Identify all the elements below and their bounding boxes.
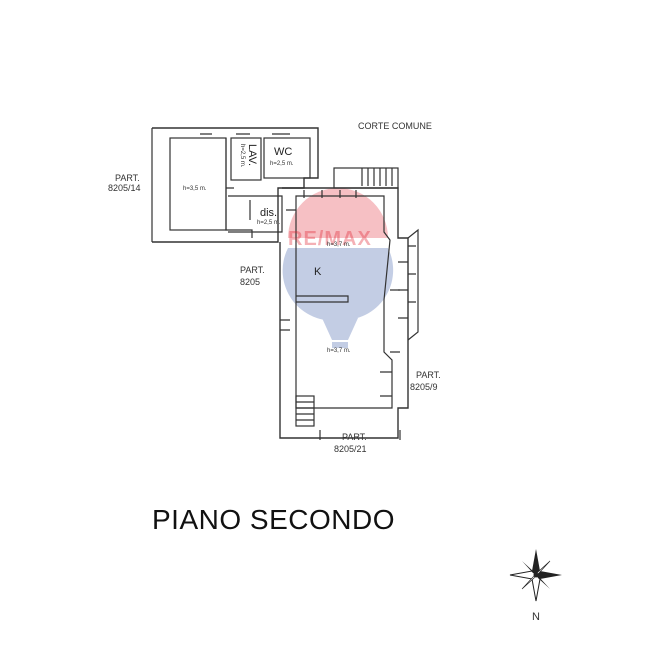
room-k-height-top: h=3,7 m. bbox=[327, 242, 351, 248]
parcel-8205-21-line2: 8205/21 bbox=[334, 444, 367, 454]
corte-comune-label: CORTE COMUNE bbox=[358, 121, 432, 131]
parcel-8205-line1: PART. bbox=[240, 265, 265, 275]
remax-balloon-watermark bbox=[282, 188, 394, 348]
compass-rose bbox=[509, 549, 562, 602]
room-lav-label: LAV. bbox=[246, 144, 258, 167]
parcel-8205-21-line1: PART. bbox=[342, 432, 367, 442]
room-dis-label: dis. bbox=[260, 207, 278, 219]
room-dis-height: h=2,5 m. bbox=[257, 220, 281, 226]
room-lav-height: h=2,5 m. bbox=[239, 144, 245, 168]
parcel-8205-14-line1: PART. bbox=[115, 173, 140, 183]
watermark-brand: RE/MAX bbox=[288, 228, 372, 250]
plan-title: PIANO SECONDO bbox=[152, 504, 395, 535]
compass-north-label: N bbox=[532, 611, 540, 623]
parcel-8205-14-line2: 8205/14 bbox=[108, 183, 141, 193]
room-k-height-bottom: h=3,7 m. bbox=[327, 348, 351, 354]
room-left-height: h=3,5 m. bbox=[183, 186, 207, 192]
room-wc-height: h=2,5 m. bbox=[270, 161, 294, 167]
parcel-8205-9-line2: 8205/9 bbox=[410, 382, 438, 392]
parcel-8205-9-line1: PART. bbox=[416, 370, 441, 380]
room-wc-label: WC bbox=[274, 146, 293, 158]
room-k-label: K bbox=[314, 266, 322, 278]
parcel-8205-line2: 8205 bbox=[240, 277, 261, 287]
